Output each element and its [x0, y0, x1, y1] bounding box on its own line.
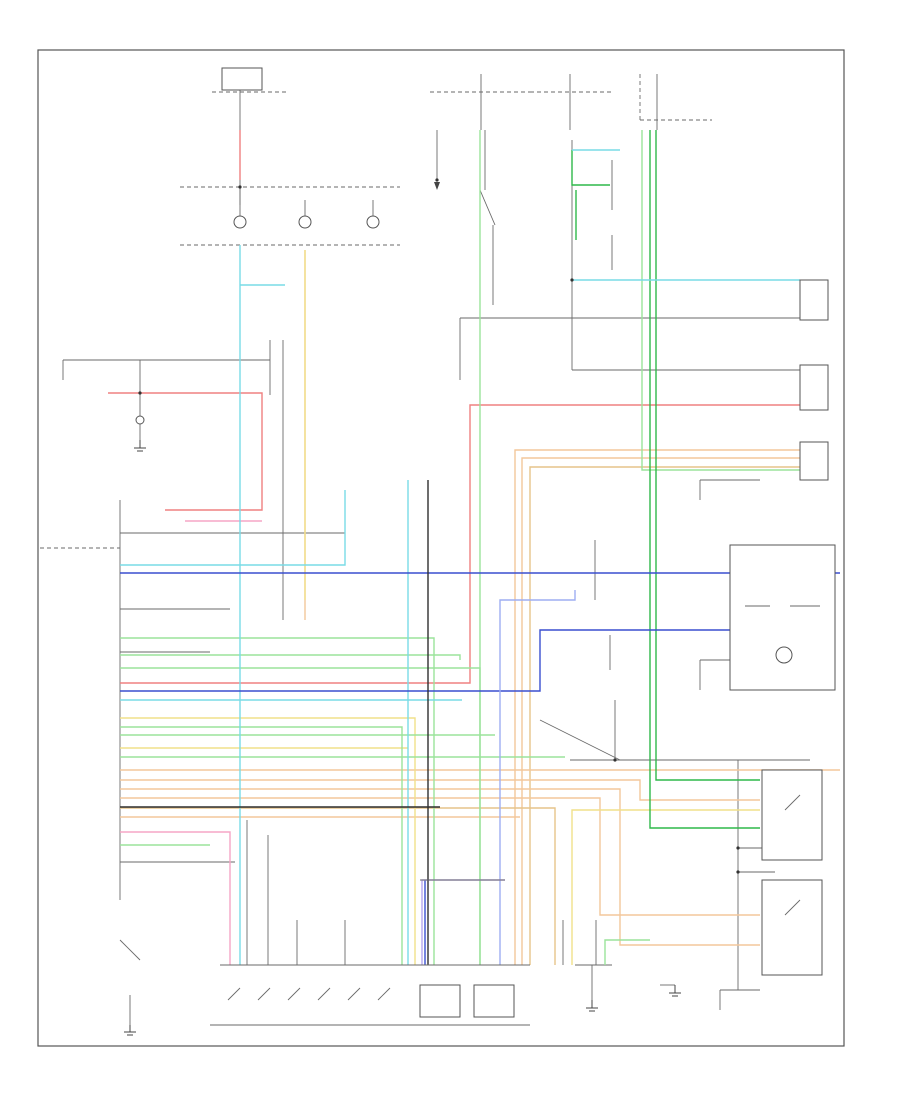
diagram-frame	[37, 49, 845, 1047]
splice-dots	[138, 178, 740, 874]
power-distribution-area	[180, 67, 712, 246]
wire-yellow-3	[571, 809, 760, 965]
wire-orange-1	[514, 449, 800, 965]
lamp-left	[135, 415, 145, 425]
connector-right-3	[799, 441, 829, 481]
mode-switch-contacts	[227, 987, 391, 1001]
relay-2	[761, 879, 823, 976]
wire-lgreen-2	[120, 726, 403, 965]
wire-red-upper	[108, 392, 263, 511]
wire-blue-3	[499, 590, 576, 965]
wire-lgreen-1	[120, 637, 435, 965]
wire-orange-2	[521, 457, 800, 965]
wire-red-feed	[469, 404, 800, 460]
front-axle-actuator	[419, 984, 461, 1018]
wire-orange-3	[529, 466, 800, 965]
wire-green-3	[571, 150, 610, 186]
wire-tan	[120, 807, 556, 965]
wire-orange-6	[120, 788, 760, 946]
indicator-lamp-2	[298, 215, 312, 229]
indicator-lamp-3	[366, 215, 380, 229]
wire-cyan-3	[120, 490, 346, 566]
shift-selector-box	[729, 544, 836, 691]
wire-pink	[120, 831, 231, 965]
wire-blue-2	[120, 629, 730, 692]
relay-1	[761, 769, 823, 861]
indicator-lamp-1	[233, 215, 247, 229]
diode-1	[434, 182, 440, 190]
wire-orange-5	[120, 779, 760, 801]
wire-green-2	[649, 130, 760, 829]
wire-lgreen-7	[641, 130, 800, 471]
connector-right-1	[799, 279, 829, 321]
wire-yellow-1	[120, 717, 416, 965]
wire-green-1	[655, 130, 760, 781]
wire-lgreen-8	[604, 939, 650, 965]
rear-axle-actuator	[473, 984, 515, 1018]
wire-red-main	[120, 460, 471, 684]
ground-symbols	[124, 440, 681, 1036]
connector-right-2	[799, 364, 829, 411]
wire-orange-7	[120, 797, 760, 916]
shift-selector-knob	[775, 646, 793, 664]
colored-wires	[108, 130, 840, 965]
wire-lgreen-6	[120, 654, 461, 660]
components	[135, 182, 836, 1018]
